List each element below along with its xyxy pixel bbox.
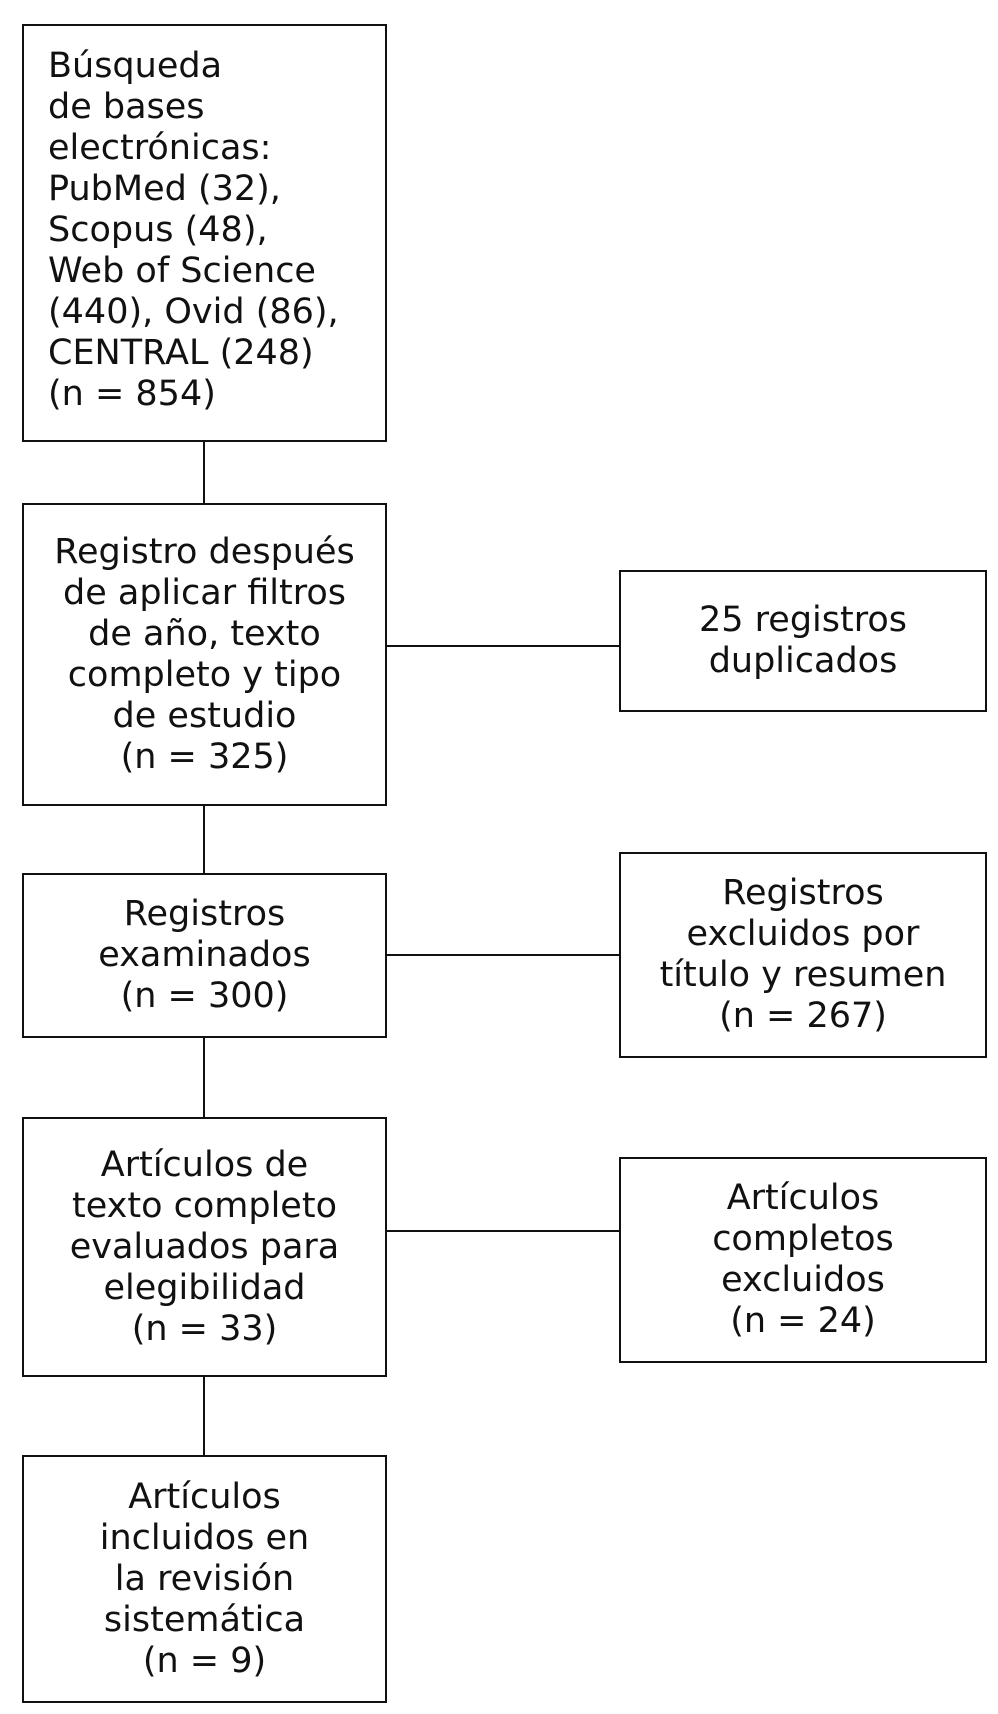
search-line: (440), Ovid (86), <box>48 292 339 332</box>
excluded-ta-line: Registros <box>722 873 884 913</box>
eligible-line: texto completo <box>72 1185 337 1226</box>
duplicates-line: 25 registros <box>699 600 907 640</box>
included-line: incluidos en <box>99 1517 310 1558</box>
excluded-ta-line: título y resumen <box>659 955 947 995</box>
screened-line: (n = 300) <box>120 976 289 1016</box>
filtered-records-box: Registro después de aplicar filtros de a… <box>22 503 387 806</box>
included-line: sistemática <box>103 1599 306 1640</box>
excluded-ft-line: Artículos <box>726 1178 880 1218</box>
filtered-line: completo y tipo <box>67 654 342 695</box>
screened-line: Registros <box>123 894 286 934</box>
search-line: PubMed (32), <box>48 169 281 209</box>
search-line: electrónicas: <box>48 128 272 168</box>
excluded-ft-line: completos <box>712 1219 894 1259</box>
filtered-line: de aplicar filtros <box>63 572 346 613</box>
filtered-line: de año, texto <box>88 613 321 654</box>
eligible-line: evaluados para <box>69 1226 340 1267</box>
eligible-line: Artículos de <box>100 1144 309 1185</box>
included-studies-box: Artículos incluidos en la revisión siste… <box>22 1455 387 1703</box>
screened-records-box: Registros examinados (n = 300) <box>22 873 387 1038</box>
excluded-ta-line: excluidos por <box>686 914 920 954</box>
filtered-line: (n = 325) <box>120 736 289 777</box>
eligible-line: elegibilidad <box>103 1267 306 1308</box>
excluded-ft-line: (n = 24) <box>730 1301 876 1341</box>
included-line: (n = 9) <box>142 1640 267 1681</box>
included-line: la revisión <box>114 1558 295 1599</box>
search-box: Búsqueda de bases electrónicas: PubMed (… <box>22 24 387 442</box>
search-line: Web of Science <box>48 251 316 291</box>
duplicates-box: 25 registros duplicados <box>619 570 987 712</box>
excluded-ft-line: excluidos <box>721 1260 885 1300</box>
excluded-title-abstract-box: Registros excluidos por título y resumen… <box>619 852 987 1058</box>
duplicates-line: duplicados <box>708 641 898 681</box>
search-line: de bases <box>48 87 205 127</box>
included-line: Artículos <box>128 1476 281 1517</box>
filtered-line: Registro después <box>54 531 355 572</box>
filtered-line: de estudio <box>112 695 297 736</box>
excluded-ta-line: (n = 267) <box>719 996 887 1036</box>
eligible-line: (n = 33) <box>131 1308 278 1349</box>
screened-line: examinados <box>98 935 311 975</box>
search-line: CENTRAL (248) <box>48 333 314 373</box>
search-line: Búsqueda <box>48 46 223 86</box>
search-line: Scopus (48), <box>48 210 268 250</box>
excluded-full-text-box: Artículos completos excluidos (n = 24) <box>619 1157 987 1363</box>
search-line: (n = 854) <box>48 374 216 414</box>
eligibility-box: Artículos de texto completo evaluados pa… <box>22 1117 387 1377</box>
